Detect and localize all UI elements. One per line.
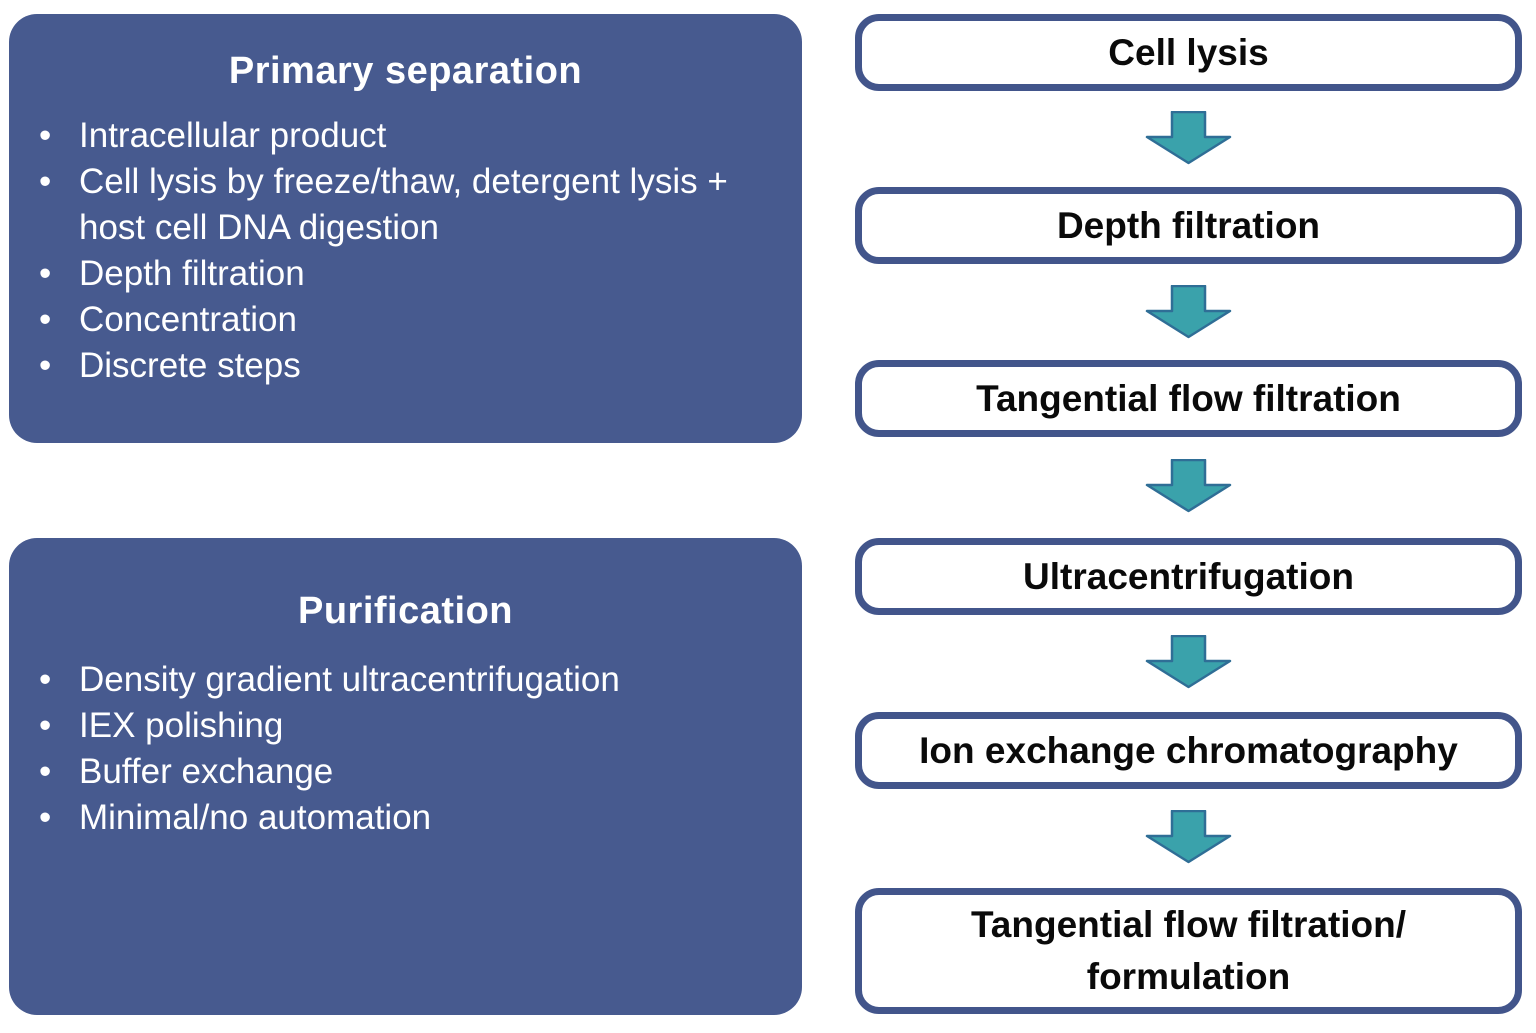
flow-step-ultracentrifugation: Ultracentrifugation [855, 538, 1522, 615]
bullet-text: Concentration [79, 300, 297, 339]
primary-separation-bullet-list: • Intracellular product • Cell lysis by … [9, 113, 802, 389]
bullet-marker: • [39, 752, 52, 791]
down-arrow-icon [1145, 635, 1232, 689]
down-arrow-icon [1145, 285, 1232, 339]
flow-step-depth-filtration: Depth filtration [855, 187, 1522, 264]
bullet-text: Buffer exchange [79, 752, 334, 791]
bullet-item: • Discrete steps [39, 343, 764, 389]
purification-bullet-list: • Density gradient ultracentrifugation •… [9, 657, 802, 841]
flow-step-ion-exchange-chromatography: Ion exchange chromatography [855, 712, 1522, 789]
bullet-text: Intracellular product [79, 116, 387, 155]
bullet-marker: • [39, 300, 52, 339]
bullet-item: • IEX polishing [39, 703, 764, 749]
bullet-item: • Concentration [39, 297, 764, 343]
down-arrow-icon [1145, 459, 1232, 513]
bullet-item: • Intracellular product [39, 113, 764, 159]
purification-panel: Purification • Density gradient ultracen… [9, 538, 802, 1015]
bullet-marker: • [39, 660, 52, 699]
flow-step-tangential-flow-filtration: Tangential flow filtration [855, 360, 1522, 437]
down-arrow-icon [1145, 810, 1232, 864]
bullet-text: Density gradient ultracentrifugation [79, 660, 620, 699]
bullet-marker: • [39, 162, 52, 201]
flow-step-tff-formulation: Tangential flow filtration/ formulation [855, 888, 1522, 1014]
bullet-item: • Minimal/no automation [39, 795, 764, 841]
bullet-marker: • [39, 116, 52, 155]
bullet-item: • Cell lysis by freeze/thaw, detergent l… [39, 159, 764, 251]
bullet-text: Cell lysis by freeze/thaw, detergent lys… [79, 162, 728, 247]
primary-separation-panel: Primary separation • Intracellular produ… [9, 14, 802, 443]
down-arrow-icon [1145, 111, 1232, 165]
bullet-item: • Density gradient ultracentrifugation [39, 657, 764, 703]
flowchart: Cell lysis Depth filtration Tangential f… [855, 0, 1522, 1033]
bullet-item: • Depth filtration [39, 251, 764, 297]
bullet-text: Discrete steps [79, 346, 301, 385]
bullet-marker: • [39, 798, 52, 837]
primary-separation-title: Primary separation [228, 50, 583, 92]
bullet-text: Minimal/no automation [79, 798, 432, 837]
flow-step-cell-lysis: Cell lysis [855, 14, 1522, 91]
bullet-marker: • [39, 254, 52, 293]
purification-title: Purification [297, 590, 514, 632]
bullet-marker: • [39, 706, 52, 745]
bullet-text: IEX polishing [79, 706, 284, 745]
bullet-text: Depth filtration [79, 254, 305, 293]
bullet-marker: • [39, 346, 52, 385]
bullet-item: • Buffer exchange [39, 749, 764, 795]
